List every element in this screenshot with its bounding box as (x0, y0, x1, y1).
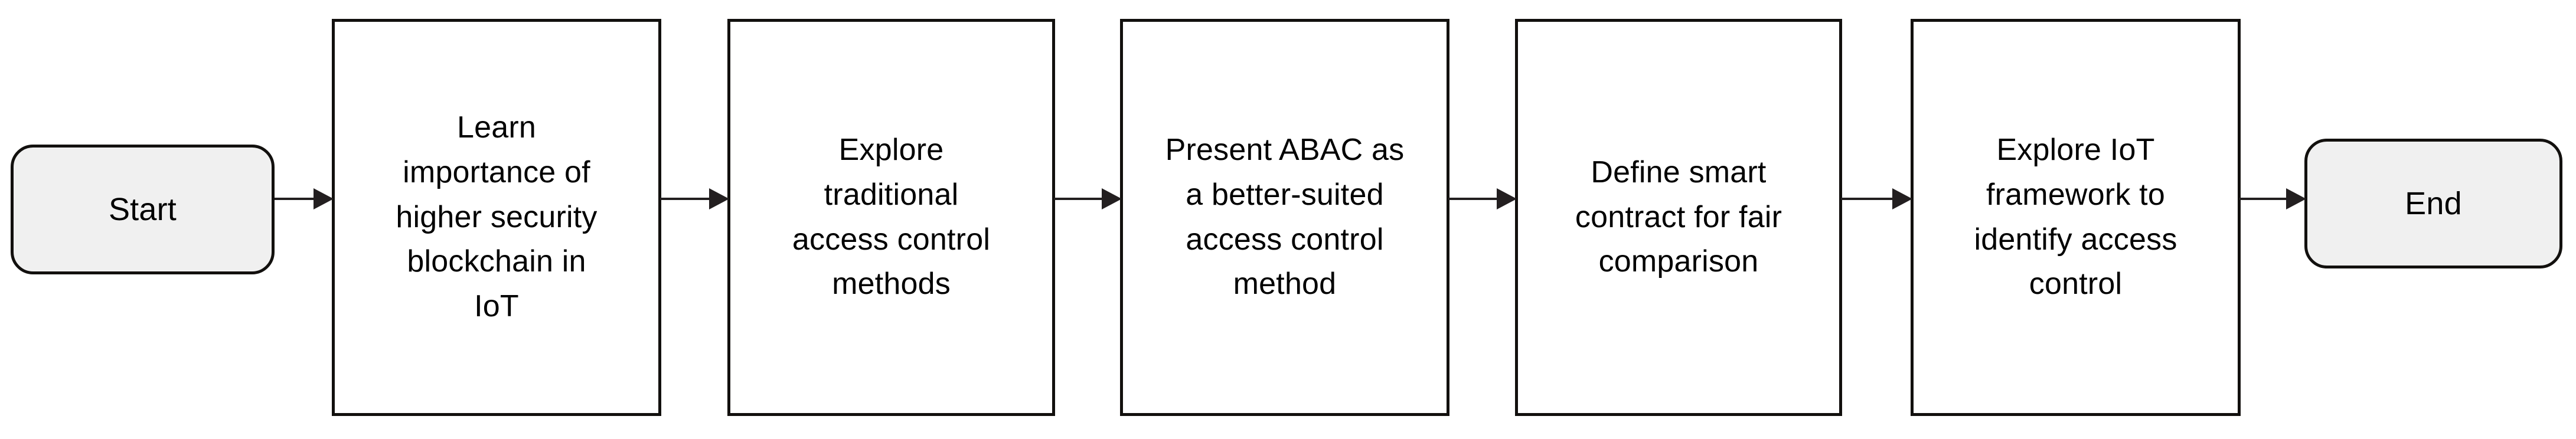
arrow-connector-start-to-step1 (275, 187, 334, 211)
arrow-connector-step4-to-step5 (1841, 187, 1912, 211)
arrow-connector-step2-to-step3 (1054, 187, 1122, 211)
flow-node-step2-label: Explore traditional access control metho… (792, 132, 991, 302)
arrow-connector-step5-to-end (2239, 187, 2306, 211)
flow-node-step5-label: Explore IoT framework to identify access… (1974, 132, 2177, 302)
flow-node-step1[interactable]: Learn importance of higher security bloc… (332, 19, 661, 416)
flow-node-step4[interactable]: Define smart contract for fair compariso… (1515, 19, 1842, 416)
arrow-connector-step3-to-step4 (1448, 187, 1517, 211)
flow-node-step2[interactable]: Explore traditional access control metho… (727, 19, 1055, 416)
flow-node-step5[interactable]: Explore IoT framework to identify access… (1911, 19, 2241, 416)
flow-node-start[interactable]: Start (11, 145, 275, 274)
arrow-connector-step1-to-step2 (660, 187, 729, 211)
flow-node-start-label: Start (108, 191, 177, 227)
flow-node-step3[interactable]: Present ABAC as a better-suited access c… (1120, 19, 1449, 416)
flow-node-end-label: End (2405, 185, 2462, 221)
flow-node-step3-label: Present ABAC as a better-suited access c… (1165, 132, 1405, 302)
flow-node-step4-label: Define smart contract for fair compariso… (1575, 155, 1782, 279)
flow-node-step1-label: Learn importance of higher security bloc… (396, 110, 598, 324)
flow-node-end[interactable]: End (2304, 139, 2562, 268)
